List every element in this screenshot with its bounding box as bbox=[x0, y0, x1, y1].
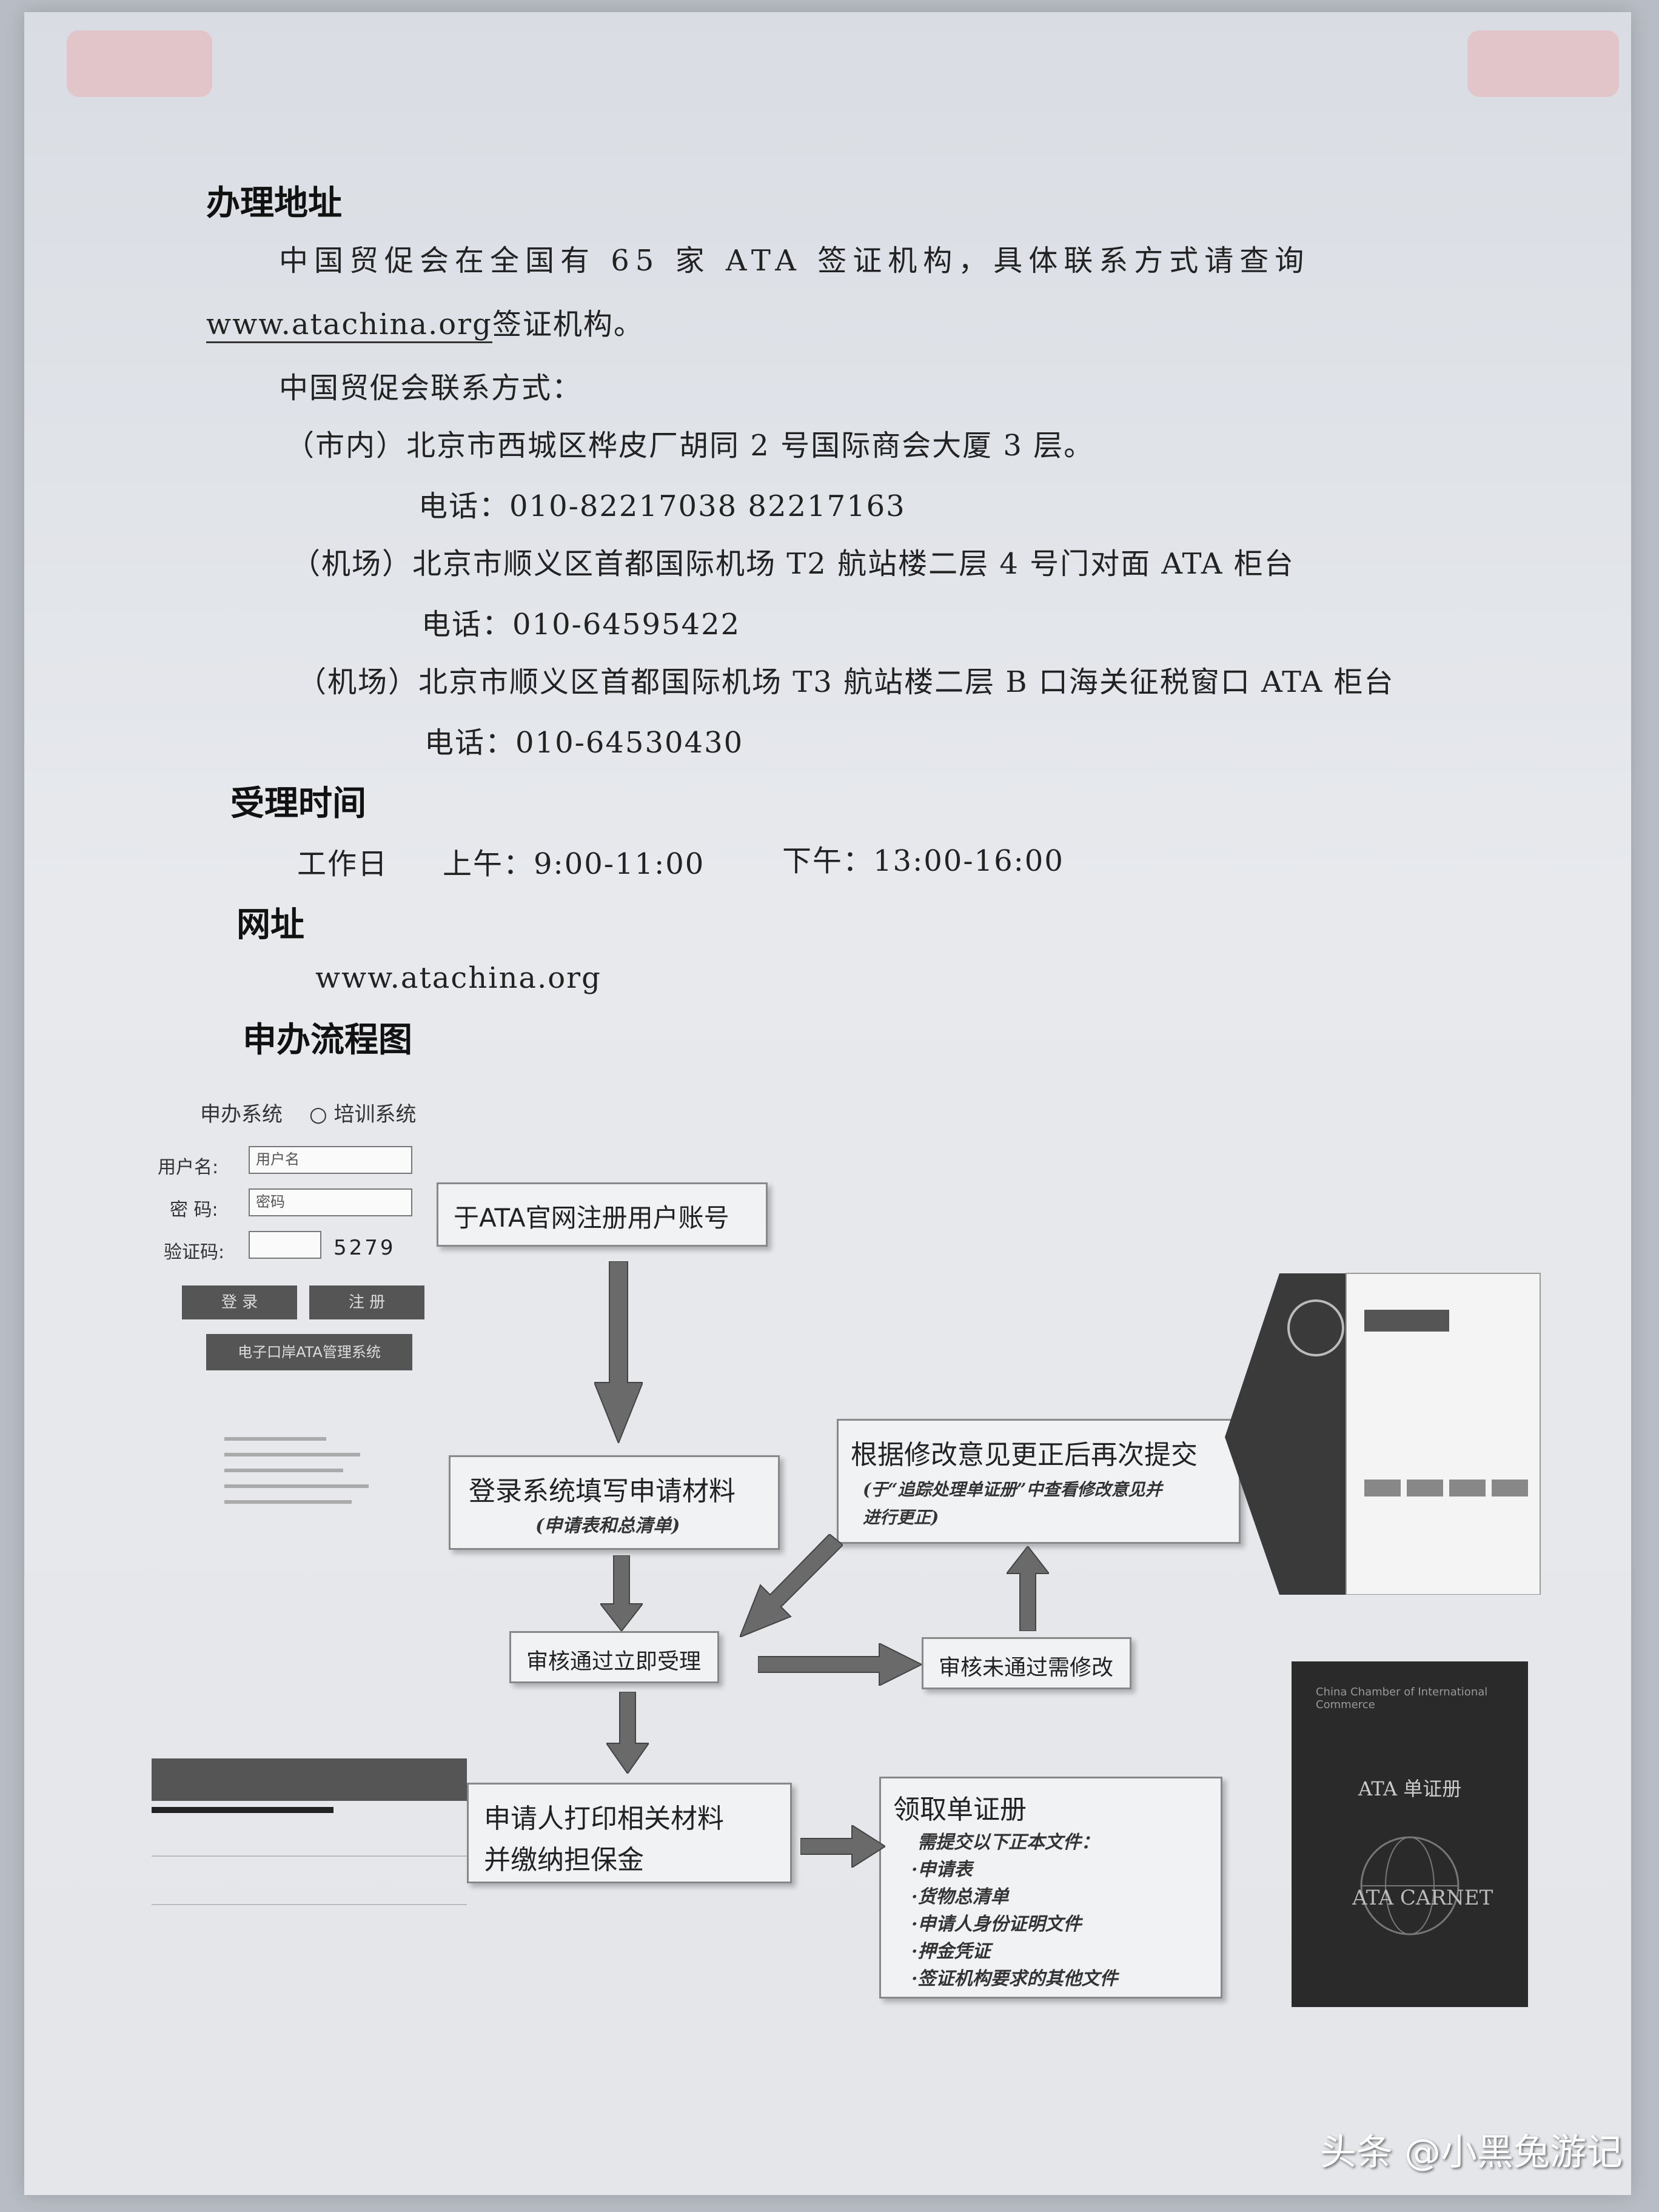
dark-tab-strip bbox=[152, 1758, 467, 1801]
carnet-title: ATA 单证册 bbox=[1358, 1777, 1462, 1800]
arrow-down-icon bbox=[606, 1692, 649, 1774]
blurred-form-lines bbox=[224, 1425, 394, 1570]
step-resubmit-label: 根据修改意见更正后再次提交 bbox=[851, 1439, 1198, 1470]
captcha-image: 5279 bbox=[333, 1236, 396, 1260]
step-fill-application: 登录系统填写申请材料 (申请表和总清单) bbox=[449, 1455, 780, 1550]
entry-address: 北京市顺义区首都国际机场 T3 航站楼二层 B 口海关征税窗口 ATA 柜台 bbox=[418, 665, 1395, 699]
required-doc-item: ·押金凭证 bbox=[911, 1941, 991, 1962]
red-tab-left bbox=[67, 30, 212, 97]
arrow-diagonal-icon bbox=[740, 1534, 843, 1637]
captcha-label: 验证码: bbox=[164, 1242, 225, 1263]
step-rejected: 审核未通过需修改 bbox=[922, 1637, 1131, 1689]
hours-day: 工作日 bbox=[297, 847, 389, 881]
address-intro-rest: 签证机构。 bbox=[492, 307, 644, 341]
tracking-screen-graphic bbox=[1225, 1273, 1541, 1595]
step-resubmit: 根据修改意见更正后再次提交 (于“追踪处理单证册”中查看修改意见并 进行更正) bbox=[837, 1419, 1241, 1544]
arrow-down-icon bbox=[600, 1555, 643, 1631]
step-fill-sub: (申请表和总清单) bbox=[535, 1515, 680, 1537]
arrow-right-icon bbox=[800, 1825, 885, 1868]
ata-carnet-cover: China Chamber of International Commerce … bbox=[1292, 1661, 1528, 2007]
captcha-input[interactable] bbox=[249, 1231, 321, 1259]
register-button[interactable]: 注 册 bbox=[309, 1285, 424, 1319]
entry-label: （市内） bbox=[285, 429, 407, 463]
step-print-pay: 申请人打印相关材料 并缴纳担保金 bbox=[467, 1783, 792, 1883]
arrow-up-icon bbox=[1007, 1546, 1049, 1631]
password-label: 密 码: bbox=[170, 1199, 218, 1221]
address-intro: 中国贸促会在全国有 65 家 ATA 签证机构，具体联系方式请查询 bbox=[279, 244, 1310, 278]
step-resubmit-sub2: 进行更正) bbox=[863, 1507, 939, 1527]
entry-label: （机场） bbox=[291, 547, 413, 581]
entry-phone: 电话：010-82217038 82217163 bbox=[418, 489, 906, 523]
step-approved-label: 审核通过立即受理 bbox=[526, 1649, 702, 1674]
required-doc-item: ·签证机构要求的其他文件 bbox=[911, 1968, 1118, 1989]
entry-phone: 电话：010-64595422 bbox=[421, 608, 741, 642]
step-approved: 审核通过立即受理 bbox=[509, 1631, 719, 1683]
username-input[interactable]: 用户名 bbox=[249, 1146, 412, 1174]
carnet-logo-text: ATA CARNET bbox=[1352, 1886, 1493, 1910]
entry-label: （机场） bbox=[297, 665, 419, 699]
ata-system-button[interactable]: 电子口岸ATA管理系统 bbox=[206, 1334, 412, 1370]
hours-heading: 受理时间 bbox=[230, 783, 366, 823]
paper-sheet: 办理地址 中国贸促会在全国有 65 家 ATA 签证机构，具体联系方式请查询 w… bbox=[24, 12, 1631, 2195]
active-tab-underline bbox=[152, 1807, 333, 1813]
password-input[interactable]: 密码 bbox=[249, 1188, 412, 1216]
contact-title: 中国贸促会联系方式： bbox=[279, 371, 583, 405]
step-fill-label: 登录系统填写申请材料 bbox=[469, 1476, 736, 1507]
arrow-right-icon bbox=[758, 1643, 922, 1686]
required-doc-item: ·申请表 bbox=[911, 1859, 973, 1880]
hours-morning: 上午：9:00-11:00 bbox=[443, 847, 705, 881]
training-tab: ○ 培训系统 bbox=[309, 1102, 417, 1127]
system-tab: 申办系统 bbox=[200, 1102, 283, 1127]
step-collect-label: 领取单证册 bbox=[893, 1794, 1027, 1825]
divider bbox=[152, 1855, 467, 1857]
hours-afternoon: 下午：13:00-16:00 bbox=[782, 844, 1064, 878]
entry-address: 北京市西城区桦皮厂胡同 2 号国际商会大厦 3 层。 bbox=[406, 429, 1094, 463]
address-heading: 办理地址 bbox=[206, 183, 342, 223]
address-link[interactable]: www.atachina.org bbox=[206, 307, 492, 343]
tracking-system-thumbnail bbox=[1225, 1255, 1564, 1595]
login-system-thumbnail: 申办系统 ○ 培训系统 用户名: 用户名 密 码: 密码 验证码: 5279 登… bbox=[146, 1085, 461, 1601]
tabbar-thumbnail bbox=[152, 1746, 473, 1959]
step-print-label2: 并缴纳担保金 bbox=[484, 1845, 644, 1875]
step-resubmit-sub1: (于“追踪处理单证册”中查看修改意见并 bbox=[863, 1480, 1162, 1500]
red-tab-right bbox=[1467, 30, 1619, 97]
watermark: 头条 @小黑兔游记 bbox=[1319, 2131, 1623, 2174]
carnet-org: China Chamber of International Commerce bbox=[1316, 1686, 1488, 1711]
login-button[interactable]: 登 录 bbox=[182, 1285, 297, 1319]
divider bbox=[152, 1904, 467, 1905]
step-register: 于ATA官网注册用户账号 bbox=[437, 1182, 768, 1247]
website-heading: 网址 bbox=[236, 905, 304, 945]
step-print-label1: 申请人打印相关材料 bbox=[484, 1803, 724, 1834]
step-collect-carnet: 领取单证册 需提交以下正本文件： ·申请表 ·货物总清单 ·申请人身份证明文件 … bbox=[879, 1777, 1222, 1999]
step-collect-sub: 需提交以下正本文件： bbox=[917, 1832, 1099, 1853]
username-label: 用户名: bbox=[158, 1157, 219, 1178]
carnet-globe-icon bbox=[1360, 1836, 1460, 1936]
entry-address: 北京市顺义区首都国际机场 T2 航站楼二层 4 号门对面 ATA 柜台 bbox=[412, 547, 1295, 581]
entry-phone: 电话：010-64530430 bbox=[424, 726, 744, 760]
step-rejected-label: 审核未通过需修改 bbox=[939, 1655, 1114, 1680]
required-doc-item: ·申请人身份证明文件 bbox=[911, 1914, 1082, 1935]
arrow-down-icon bbox=[594, 1261, 643, 1443]
website-url[interactable]: www.atachina.org bbox=[315, 961, 602, 995]
flow-heading: 申办流程图 bbox=[243, 1020, 412, 1060]
required-doc-item: ·货物总清单 bbox=[911, 1886, 1009, 1908]
step-register-label: 于ATA官网注册用户账号 bbox=[454, 1203, 729, 1233]
